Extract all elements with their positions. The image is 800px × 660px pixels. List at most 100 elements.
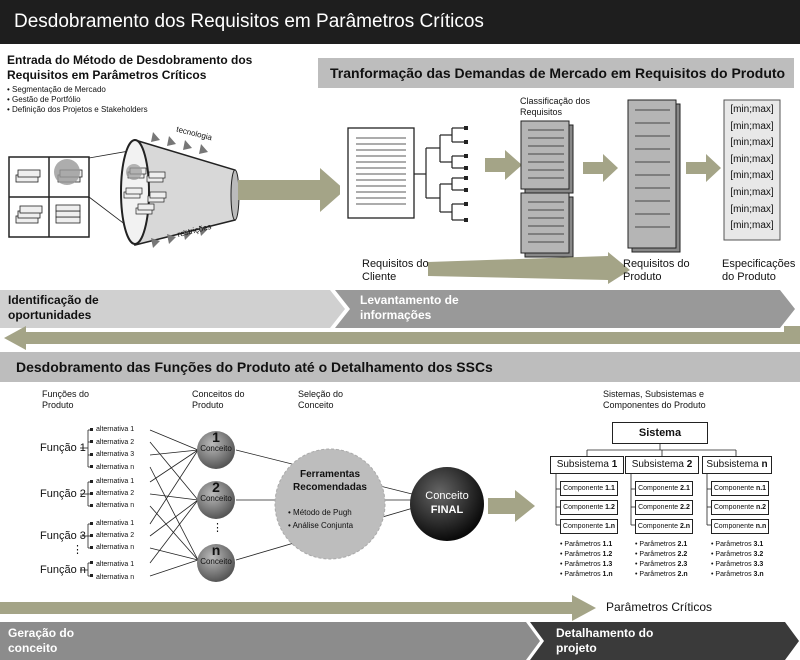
tool-item: • Método de Pugh — [288, 508, 352, 517]
component-list-n: Componente n.1 Componente n.2 Componente… — [711, 481, 769, 534]
col-selection: Seleção do Conceito — [298, 389, 344, 410]
entry-graphic — [8, 132, 340, 248]
spec-item: [min;max] — [730, 120, 774, 132]
funnel-icon — [88, 132, 240, 248]
concept-circle-2 — [197, 481, 235, 519]
tool-item: • Análise Conjunta — [288, 521, 354, 530]
param-item: • Parâmetros 3.3 — [711, 561, 764, 568]
arrow-icon — [686, 154, 721, 182]
concept-2: 2 Conceito — [200, 479, 232, 503]
param-item: • Parâmetros 1.1 — [560, 541, 613, 548]
document-icon — [347, 127, 415, 219]
phase2-right-label: Detalhamento do projeto — [556, 626, 654, 655]
param-item: • Parâmetros 2.1 — [635, 541, 688, 548]
alternative: alternativa 2 — [96, 490, 135, 497]
tools-list: • Método de Pugh • Análise Conjunta — [288, 506, 353, 532]
param-list-n: • Parâmetros 3.1 • Parâmetros 3.2 • Parâ… — [711, 540, 764, 580]
function-label: Função n — [40, 564, 86, 576]
function-label: Função 1 — [40, 442, 86, 454]
param-item: • Parâmetros 1.n — [560, 571, 613, 578]
classification-label: Classificação dos Requisitos — [520, 96, 591, 117]
spec-item: [min;max] — [730, 153, 774, 165]
component-box: Componente 2.n — [635, 519, 693, 534]
component-list-2: Componente 2.1 Componente 2.2 Componente… — [635, 481, 693, 534]
subsystem-box-n: Subsistema n — [702, 456, 772, 474]
alternative: alternativa 1 — [96, 520, 135, 527]
req-product-label: Requisitos do Produto — [623, 258, 690, 283]
param-item: • Parâmetros 2.2 — [635, 551, 688, 558]
spec-item: [min;max] — [730, 186, 774, 198]
spec-item: [min;max] — [730, 104, 774, 115]
entry-heading: Entrada do Método de Desdobramento dos R… — [7, 53, 253, 82]
final-concept: Conceito FINAL — [425, 490, 469, 516]
alternatives-group-4: alternativa 1 alternativa n — [96, 558, 134, 584]
param-item: • Parâmetros 3.2 — [711, 551, 764, 558]
component-box: Componente n.2 — [711, 500, 769, 515]
specs-label: Especificações do Produto — [722, 258, 796, 283]
component-box: Componente 2.2 — [635, 500, 693, 515]
component-box: Componente 1.1 — [560, 481, 618, 496]
phase1-bar — [0, 290, 795, 328]
phase1-left-label: Identificação de oportunidades — [8, 293, 99, 322]
function-label: Função 3 — [40, 530, 86, 542]
alternative: alternativa n — [96, 502, 135, 509]
component-box: Componente 1.n — [560, 519, 618, 534]
alternative: alternativa n — [96, 544, 135, 551]
param-item: • Parâmetros 2.3 — [635, 561, 688, 568]
tree-diagram — [414, 127, 466, 221]
concept-network — [80, 428, 535, 582]
critical-label: Parâmetros Críticos — [606, 600, 713, 614]
phase1-right-label: Levantamento de informações — [360, 293, 459, 322]
component-box: Componente n.n — [711, 519, 769, 534]
alternatives-group-1: alternativa 1 alternativa 2 alternativa … — [96, 424, 134, 474]
system-hierarchy-lines — [555, 442, 737, 526]
product-requirements-box — [627, 99, 681, 253]
tools-ellipse — [274, 448, 386, 560]
phase2-left-label: Geração do conceito — [8, 626, 75, 655]
tools-title: Ferramentas Recomendadas — [293, 469, 367, 493]
subsystem-box-1: Subsistema 1 — [550, 456, 624, 474]
component-list-1: Componente 1.1 Componente 1.2 Componente… — [560, 481, 618, 534]
concept-dots: ⋮ — [212, 522, 223, 534]
param-list-2: • Parâmetros 2.1 • Parâmetros 2.2 • Parâ… — [635, 540, 688, 580]
return-arrow — [4, 326, 800, 350]
component-box: Componente 2.1 — [635, 481, 693, 496]
col-systems: Sistemas, Subsistemas e Componentes do P… — [603, 389, 706, 410]
param-item: • Parâmetros 2.n — [635, 571, 688, 578]
concept-1: 1 Conceito — [200, 429, 232, 453]
alternative: alternativa 2 — [96, 438, 135, 446]
spec-item: [min;max] — [730, 203, 774, 215]
param-item: • Parâmetros 3.1 — [711, 541, 764, 548]
spec-list: [min;max] [min;max] [min;max] [min;max] … — [724, 102, 780, 235]
req-client-label: Requisitos do Cliente — [362, 258, 429, 283]
alternative: alternativa 3 — [96, 451, 135, 458]
alternative: alternativa n — [96, 463, 135, 471]
entry-bullets: • Segmentação de Mercado • Gestão de Por… — [7, 85, 148, 115]
arrow-icon — [485, 150, 522, 180]
component-box: Componente n.1 — [711, 481, 769, 496]
phase2-bar — [0, 622, 799, 660]
function-dots: ⋮ — [72, 544, 83, 556]
concept-circle-1 — [197, 431, 235, 469]
col-concepts: Conceitos do Produto — [192, 389, 245, 410]
arrow-icon — [488, 490, 535, 522]
spec-item: [min;max] — [730, 170, 774, 182]
spec-item: [min;max] — [730, 137, 774, 149]
entry-bullet: • Gestão de Portfólio — [7, 95, 81, 104]
critical-arrow — [0, 595, 596, 621]
deploy-heading: Desdobramento das Funções do Produto até… — [0, 352, 800, 382]
entry-bullet: • Segmentação de Mercado — [7, 85, 106, 94]
arrow-icon — [583, 154, 618, 182]
concept-circle-n — [197, 544, 235, 582]
alternative: alternativa 1 — [96, 478, 135, 485]
spec-item: [min;max] — [730, 220, 774, 232]
arrow-icon — [238, 168, 340, 212]
param-item: • Parâmetros 1.3 — [560, 561, 613, 568]
system-box: Sistema — [612, 422, 708, 444]
param-list-1: • Parâmetros 1.1 • Parâmetros 1.2 • Parâ… — [560, 540, 613, 580]
param-item: • Parâmetros 3.n — [711, 571, 764, 578]
final-concept-circle — [410, 467, 484, 541]
component-box: Componente 1.2 — [560, 500, 618, 515]
param-item: • Parâmetros 1.2 — [560, 551, 613, 558]
classification-boxes — [520, 120, 574, 258]
